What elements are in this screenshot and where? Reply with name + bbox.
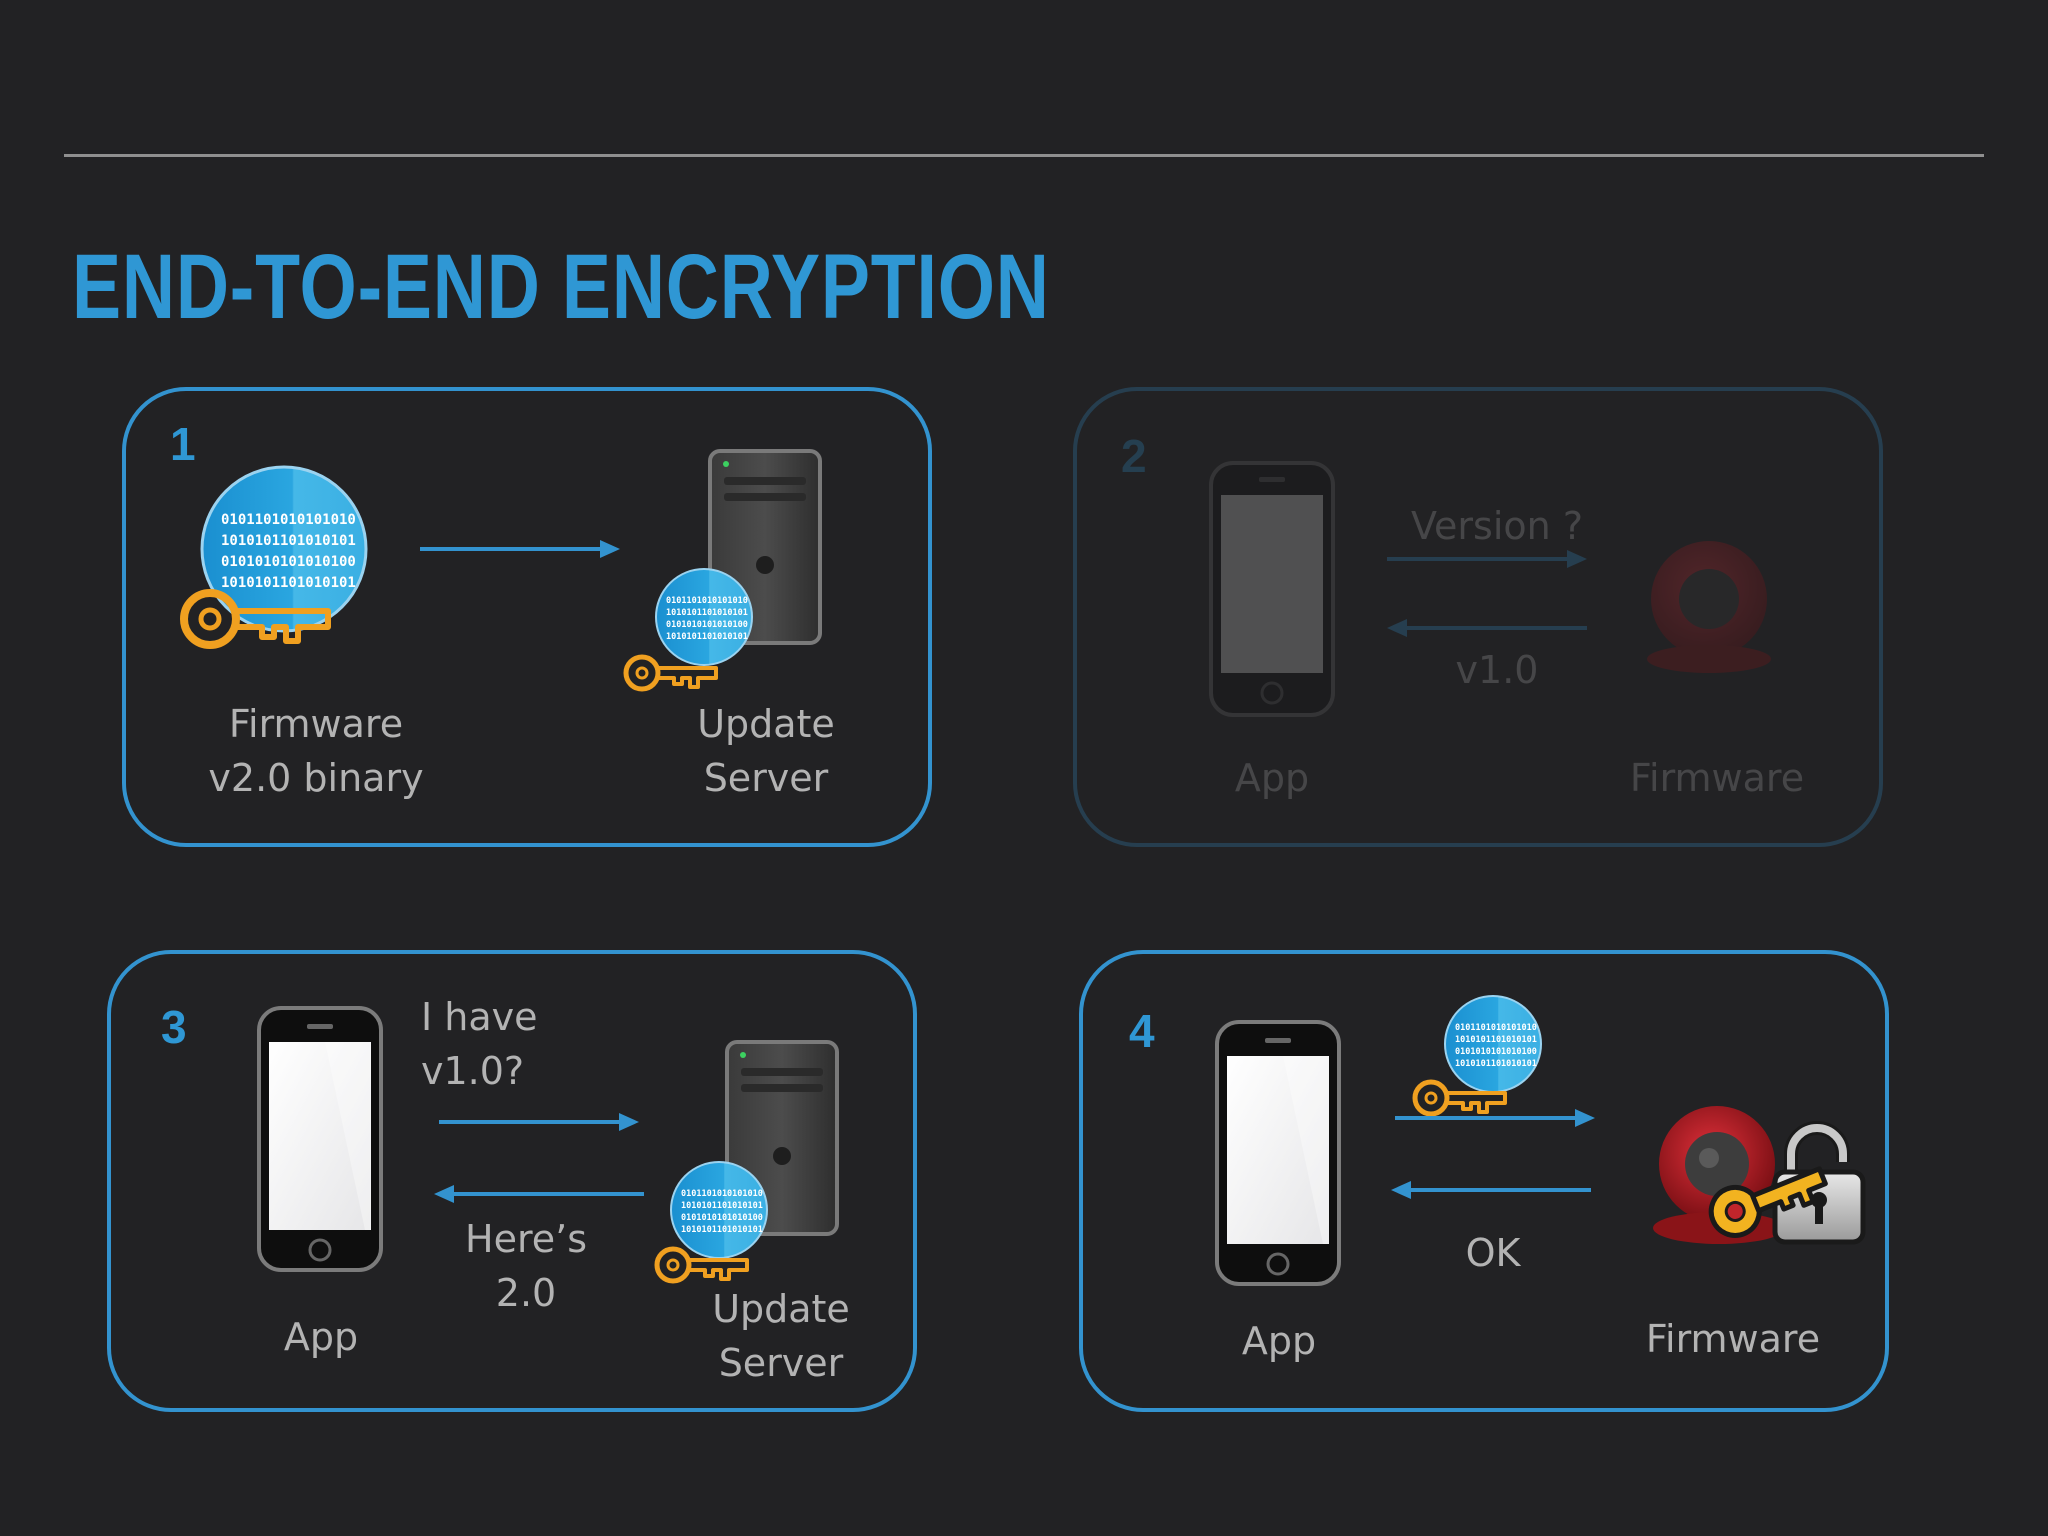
arrow-top-label: I have v1.0? <box>421 990 621 1098</box>
encrypted-binary-icon: 0101101010101010 1010101101010101 010101… <box>655 568 753 666</box>
binary-row: 1010101101010101 <box>1455 1035 1537 1045</box>
label-line: I have <box>421 995 538 1039</box>
encrypted-binary-icon: 0101101010101010 1010101101010101 010101… <box>1444 995 1542 1093</box>
encrypted-binary-icon: 0101101010101010 1010101101010101 010101… <box>670 1161 768 1259</box>
smartphone-icon <box>1215 1020 1341 1286</box>
firmware-label: Firmware <box>1645 1317 1821 1361</box>
smartphone-icon <box>1209 461 1335 717</box>
label-line: Firmware <box>228 702 404 746</box>
binary-row: 0101010101010100 <box>666 620 748 630</box>
binary-row: 1010101101010101 <box>681 1201 763 1211</box>
arrow-bottom-label: OK <box>1465 1231 1521 1275</box>
header-rule <box>64 154 1984 157</box>
binary-row: 0101101010101010 <box>1455 1023 1537 1033</box>
label-line: Here’s <box>465 1217 587 1261</box>
key-icon <box>1412 1079 1507 1117</box>
arrow-right <box>1387 550 1587 568</box>
update-server-label: Update Server <box>671 1282 891 1390</box>
key-icon <box>654 1246 749 1284</box>
label-line: Update <box>712 1287 850 1331</box>
step-number: 2 <box>1121 430 1147 482</box>
firmware-binary-label: Firmware v2.0 binary <box>166 697 466 805</box>
arrow-top-label: Version ? <box>1411 504 1583 548</box>
step-2-panel: 2 Version ? v1.0 App Firmware <box>1073 387 1883 847</box>
arrow-bottom-label: Here’s 2.0 <box>431 1212 621 1320</box>
step-number: 3 <box>161 1001 187 1053</box>
binary-row: 0101101010101010 <box>221 512 356 528</box>
update-server-label: Update Server <box>666 697 866 805</box>
encrypted-binary-icon: 0101101010101010 1010101101010101 010101… <box>200 465 368 633</box>
binary-row: 0101101010101010 <box>666 596 748 606</box>
binary-row: 1010101101010101 <box>666 608 748 618</box>
slide-title: END-TO-END ENCRYPTION <box>72 236 1050 338</box>
binary-row: 0101101010101010 <box>681 1189 763 1199</box>
label-line: Server <box>718 1341 844 1385</box>
step-number: 4 <box>1129 1005 1155 1057</box>
arrow-left <box>434 1185 644 1203</box>
key-icon <box>623 654 718 692</box>
webcam-icon <box>1647 541 1771 673</box>
key-icon <box>1708 1166 1828 1238</box>
app-label: App <box>1234 756 1310 800</box>
key-icon <box>180 589 331 649</box>
label-line: Update <box>697 702 835 746</box>
smartphone-icon <box>257 1006 383 1272</box>
firmware-label: Firmware <box>1629 756 1805 800</box>
arrow-right <box>420 540 620 558</box>
binary-row: 1010101101010101 <box>221 575 356 591</box>
label-line: v1.0? <box>421 1049 525 1093</box>
binary-row: 0101010101010100 <box>221 554 356 570</box>
binary-row: 0101010101010100 <box>681 1213 763 1223</box>
binary-row: 1010101101010101 <box>666 632 748 642</box>
binary-row: 1010101101010101 <box>1455 1059 1537 1069</box>
label-line: 2.0 <box>495 1271 557 1315</box>
app-label: App <box>1241 1319 1317 1363</box>
label-line: v2.0 binary <box>208 756 424 800</box>
arrow-left <box>1391 1181 1591 1199</box>
arrow-right <box>1395 1109 1595 1127</box>
step-1-panel: 1 0101101010101010 1010101101010101 0101… <box>122 387 932 847</box>
arrow-left <box>1387 619 1587 637</box>
step-4-panel: 4 0101101010101010 1010101101010101 0101… <box>1079 950 1889 1412</box>
binary-row: 0101010101010100 <box>1455 1047 1537 1057</box>
binary-row: 1010101101010101 <box>221 533 356 549</box>
step-number: 1 <box>170 418 196 470</box>
step-3-panel: 3 I have v1.0? Here’s 2.0 01011010101010… <box>107 950 917 1412</box>
arrow-right <box>439 1113 639 1131</box>
arrow-bottom-label: v1.0 <box>1455 648 1539 692</box>
label-line: Server <box>703 756 829 800</box>
binary-row: 1010101101010101 <box>681 1225 763 1235</box>
app-label: App <box>283 1315 359 1359</box>
